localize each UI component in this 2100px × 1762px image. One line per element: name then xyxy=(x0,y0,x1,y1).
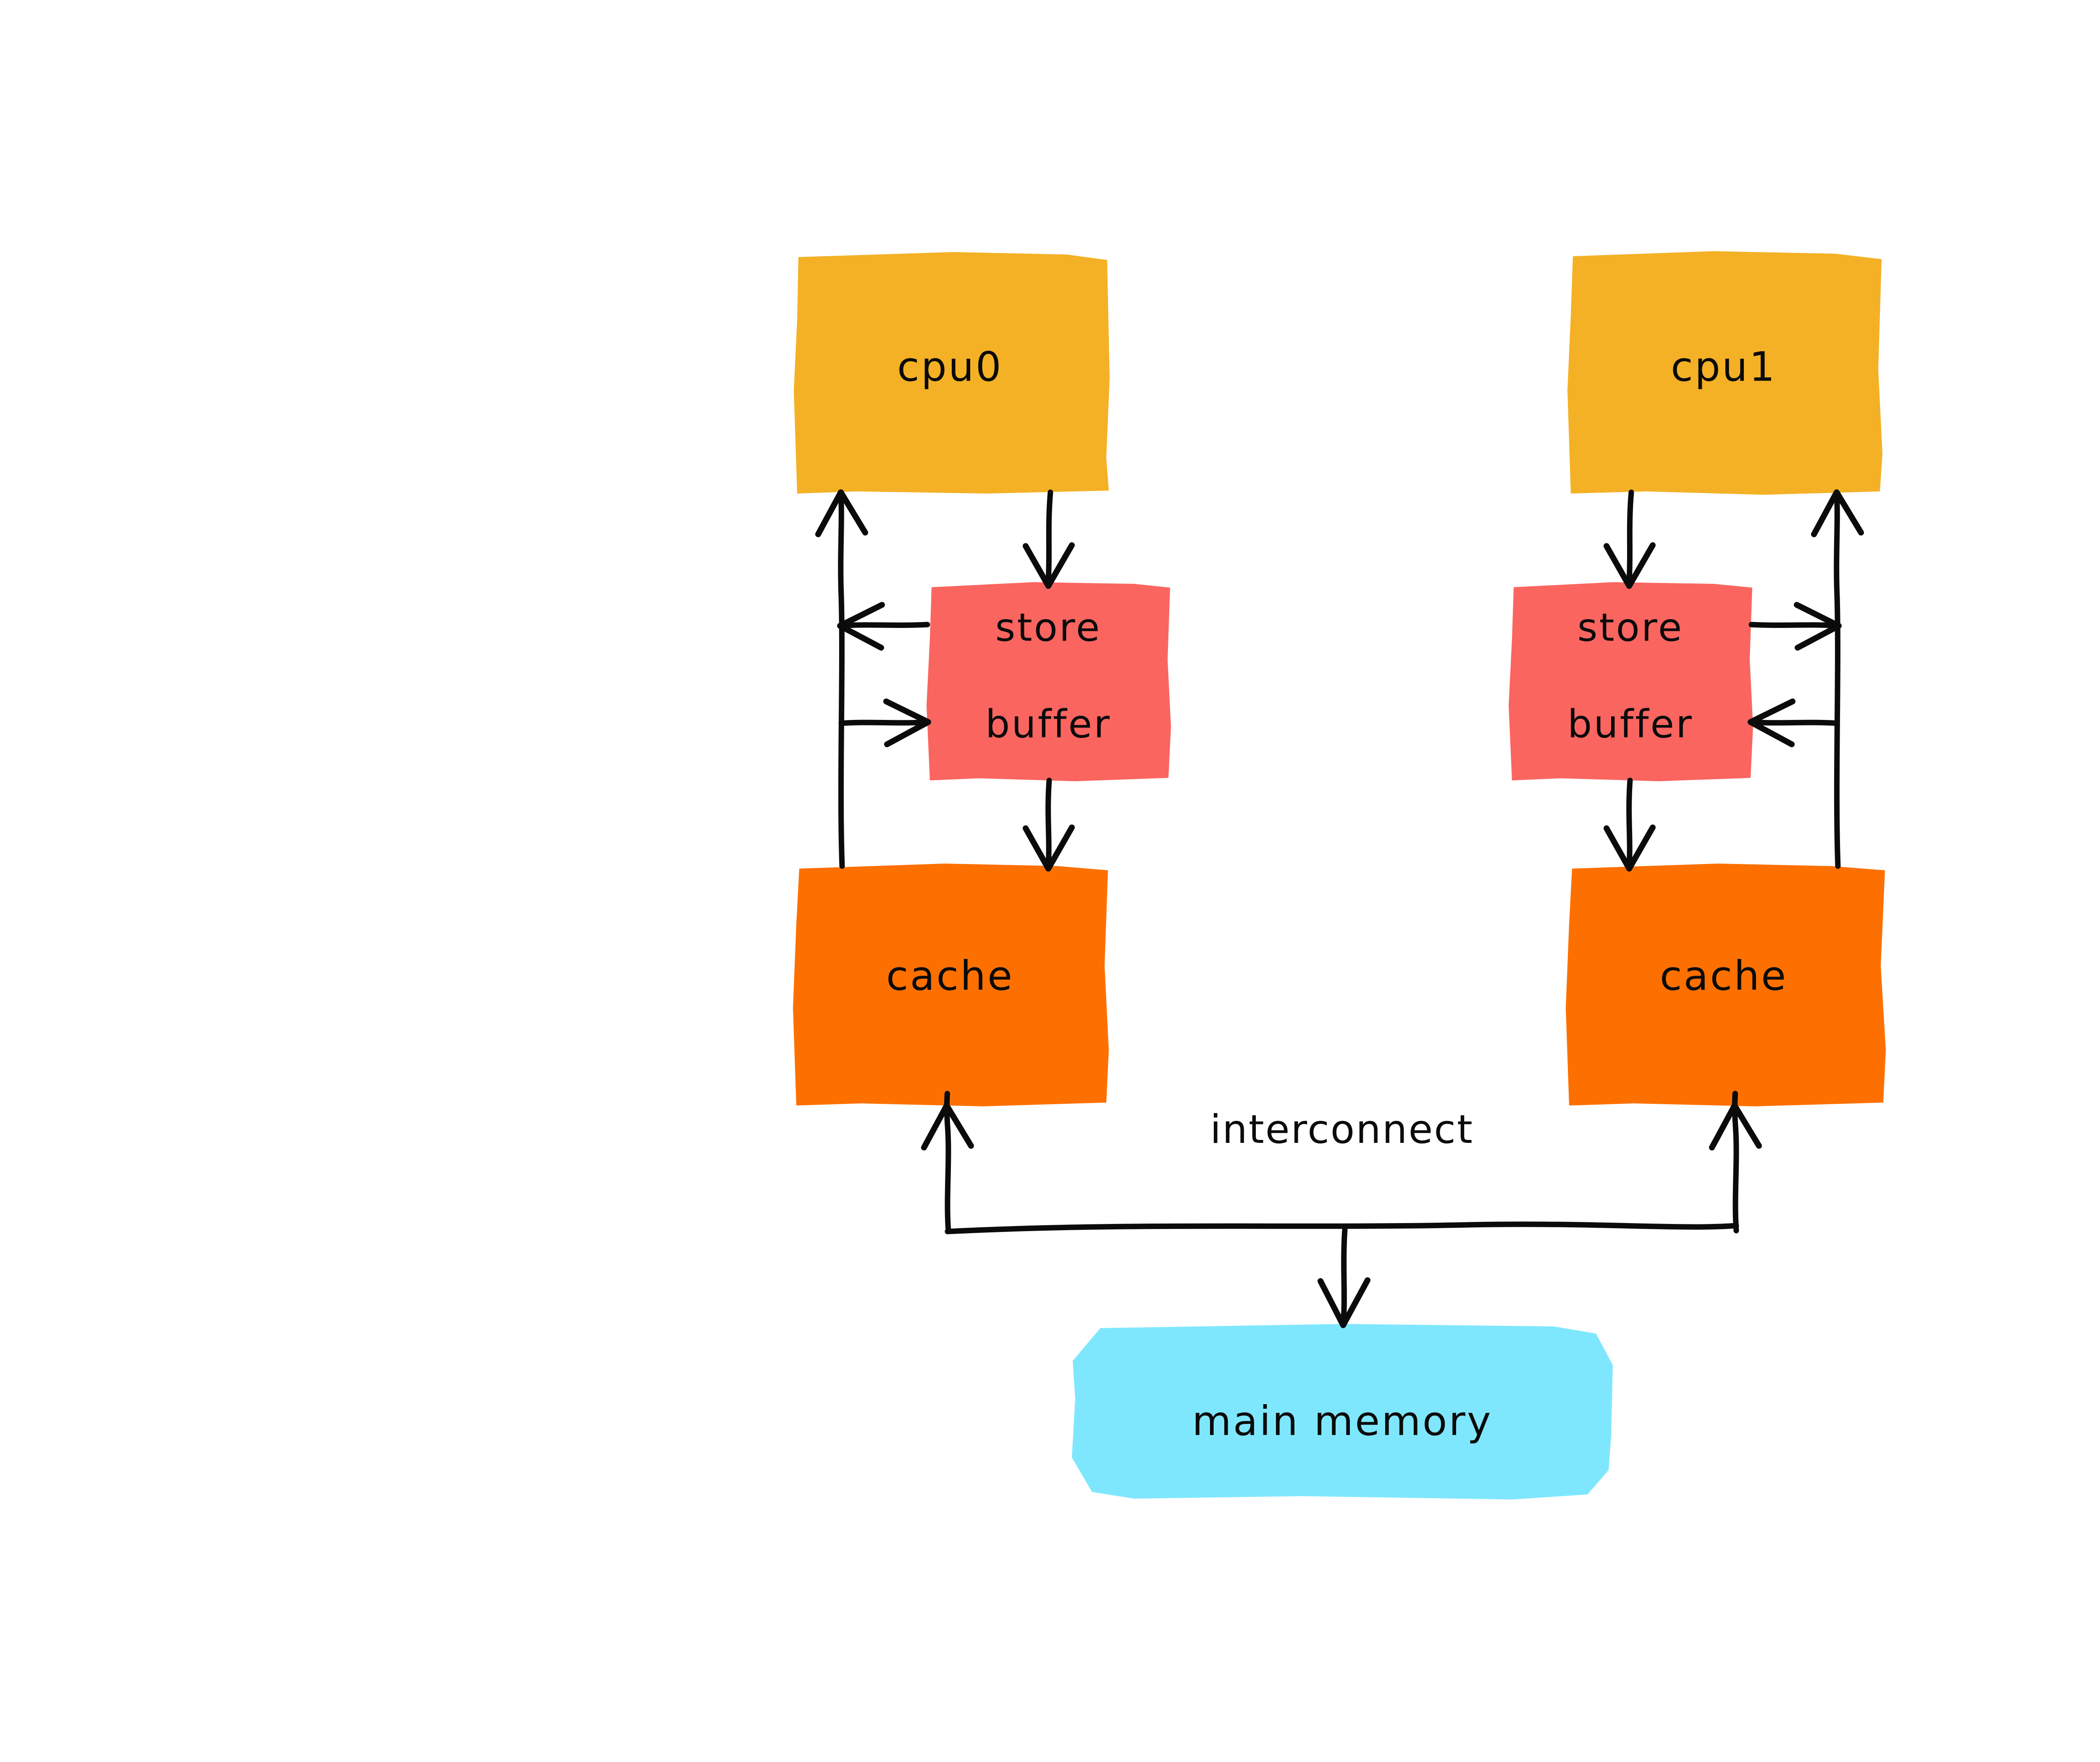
node-store-buffer-0[interactable]: store buffer xyxy=(927,582,1171,781)
edge-cpu0-to-store-buffer-0 xyxy=(1023,489,1075,589)
main-memory-box-shape xyxy=(1072,1324,1613,1499)
edge-store-buffer-1-to-cpu-path xyxy=(1748,602,1842,651)
cpu0-label: cpu0 xyxy=(897,343,1003,390)
sb0-label-line2: buffer xyxy=(985,701,1111,746)
sb1-label-line1: store xyxy=(1578,605,1684,650)
edge-store-buffer-1-to-cache-1 xyxy=(1604,777,1656,872)
node-cache-0[interactable]: cache xyxy=(793,864,1109,1106)
sb0-label-line1: store xyxy=(995,605,1102,650)
cache1-box-shape xyxy=(1566,864,1886,1106)
cache0-box-shape xyxy=(793,864,1109,1106)
cpu1-label: cpu1 xyxy=(1671,343,1777,390)
main-memory-label: main memory xyxy=(1192,1397,1492,1444)
node-cpu1[interactable]: cpu1 xyxy=(1567,251,1882,495)
edge-cpu-path-to-store-buffer-1 xyxy=(1748,698,1840,747)
edge-cpu-path-to-store-buffer-0 xyxy=(838,698,931,747)
edge-interconnect-to-main-memory xyxy=(1318,1227,1370,1328)
cache0-label: cache xyxy=(886,952,1014,999)
edge-store-buffer-0-to-cache-0 xyxy=(1023,777,1075,872)
node-cache-1[interactable]: cache xyxy=(1566,864,1886,1106)
sb1-label-line2: buffer xyxy=(1567,701,1693,746)
node-store-buffer-1[interactable]: store buffer xyxy=(1509,582,1753,781)
edge-interconnect-to-cache-1 xyxy=(1709,1091,1762,1234)
cpu0-box-shape xyxy=(794,252,1110,494)
node-cpu0[interactable]: cpu0 xyxy=(794,252,1110,494)
sb0-box-shape xyxy=(927,582,1171,781)
edge-cache-0-to-cpu0 xyxy=(815,489,868,869)
interconnect-bus-line xyxy=(945,1221,1739,1234)
edge-store-buffer-0-to-cpu-path xyxy=(837,602,930,651)
edge-interconnect-to-cache-0 xyxy=(921,1091,974,1234)
edge-cpu1-to-store-buffer-1 xyxy=(1604,489,1656,589)
sb1-box-shape xyxy=(1509,582,1753,781)
edge-cache-1-to-cpu1 xyxy=(1811,489,1864,869)
interconnect-label: interconnect xyxy=(1210,1107,1474,1153)
cpu1-box-shape xyxy=(1567,251,1882,495)
cache1-label: cache xyxy=(1660,952,1788,999)
node-main-memory[interactable]: main memory xyxy=(1072,1324,1613,1499)
